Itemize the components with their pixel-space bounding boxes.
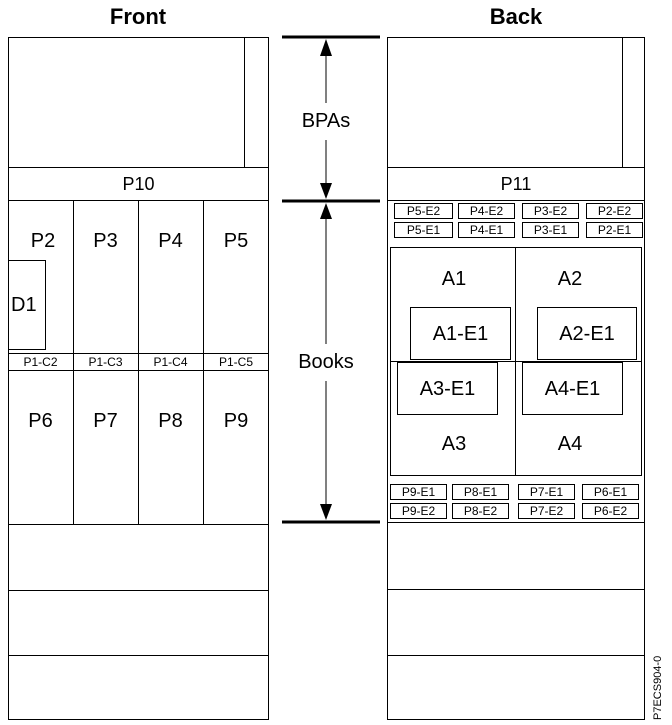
back-bottom-label: P7-E1 xyxy=(518,484,575,500)
back-bottom-label: P6-E1 xyxy=(582,484,639,500)
back-top-label: P2-E1 xyxy=(586,222,643,238)
back-bottom-label: P7-E2 xyxy=(518,503,575,519)
front-heading: Front xyxy=(109,4,167,29)
back-top-label: P4-E2 xyxy=(458,203,515,219)
back-port-a1-e1: A1-E1 xyxy=(410,307,511,360)
back-port-a3-e1: A3-E1 xyxy=(397,362,498,415)
back-port-a4-e1: A4-E1 xyxy=(522,362,623,415)
back-book-a1: A1 xyxy=(441,268,467,290)
back-p11-label: P11 xyxy=(500,174,532,194)
back-bottom-label: P9-E1 xyxy=(390,484,447,500)
back-bottom-label: P8-E2 xyxy=(452,503,509,519)
front-slot-p4: P4 xyxy=(158,230,183,252)
back-p11-bar xyxy=(387,167,645,201)
front-drawer-line xyxy=(8,524,269,525)
front-p10-label: P10 xyxy=(122,174,155,194)
back-top-label: P3-E2 xyxy=(522,203,579,219)
back-frame xyxy=(387,37,645,720)
back-port-a2-e1: A2-E1 xyxy=(537,307,637,360)
front-connector-divider xyxy=(203,353,204,371)
back-top-label: P5-E2 xyxy=(394,203,453,219)
back-book-a2: A2 xyxy=(557,268,583,290)
front-connector-p1-c2: P1-C2 xyxy=(23,355,58,369)
front-slot-p6: P6 xyxy=(28,410,53,432)
back-drawer-line xyxy=(387,589,645,590)
back-top-label: P5-E1 xyxy=(394,222,453,238)
front-drawer-line xyxy=(8,655,269,656)
front-slot-p2: P2 xyxy=(30,230,56,252)
back-bottom-label: P9-E2 xyxy=(390,503,447,519)
front-slot-p9: P9 xyxy=(223,410,249,432)
front-slot-p5: P5 xyxy=(223,230,249,252)
back-top-label: P4-E1 xyxy=(458,222,515,238)
front-connector-p1-c4: P1-C4 xyxy=(153,355,188,369)
front-connector-divider xyxy=(138,353,139,371)
front-connector-p1-c3: P1-C3 xyxy=(88,355,123,369)
front-slot-p7: P7 xyxy=(93,410,118,432)
back-book-a3: A3 xyxy=(441,433,467,455)
front-p10-bar xyxy=(8,167,269,201)
back-book-a4: A4 xyxy=(557,433,583,455)
front-drawer-line xyxy=(8,590,269,591)
front-drive-d1 xyxy=(8,260,46,350)
dimension-books-label: Books xyxy=(298,351,354,373)
back-books-hdivider xyxy=(390,361,642,362)
back-top-label: P2-E2 xyxy=(586,203,643,219)
front-slot-p3: P3 xyxy=(93,230,118,252)
back-drawer-line xyxy=(387,522,645,523)
back-top-label: P3-E1 xyxy=(522,222,579,238)
front-connector-p1-c5: P1-C5 xyxy=(218,355,253,369)
back-heading: Back xyxy=(489,4,543,29)
figure-id: P7ECS904-0 xyxy=(652,655,664,720)
back-bottom-label: P8-E1 xyxy=(452,484,509,500)
front-slot-p8: P8 xyxy=(158,410,183,432)
back-bottom-label: P6-E2 xyxy=(582,503,639,519)
front-drive-label: D1 xyxy=(11,294,37,316)
dimension-bpas-label: BPAs xyxy=(301,110,351,132)
back-bpa-side-panel xyxy=(622,37,645,168)
front-frame xyxy=(8,37,269,720)
front-connector-divider xyxy=(73,353,74,371)
back-drawer-line xyxy=(387,655,645,656)
